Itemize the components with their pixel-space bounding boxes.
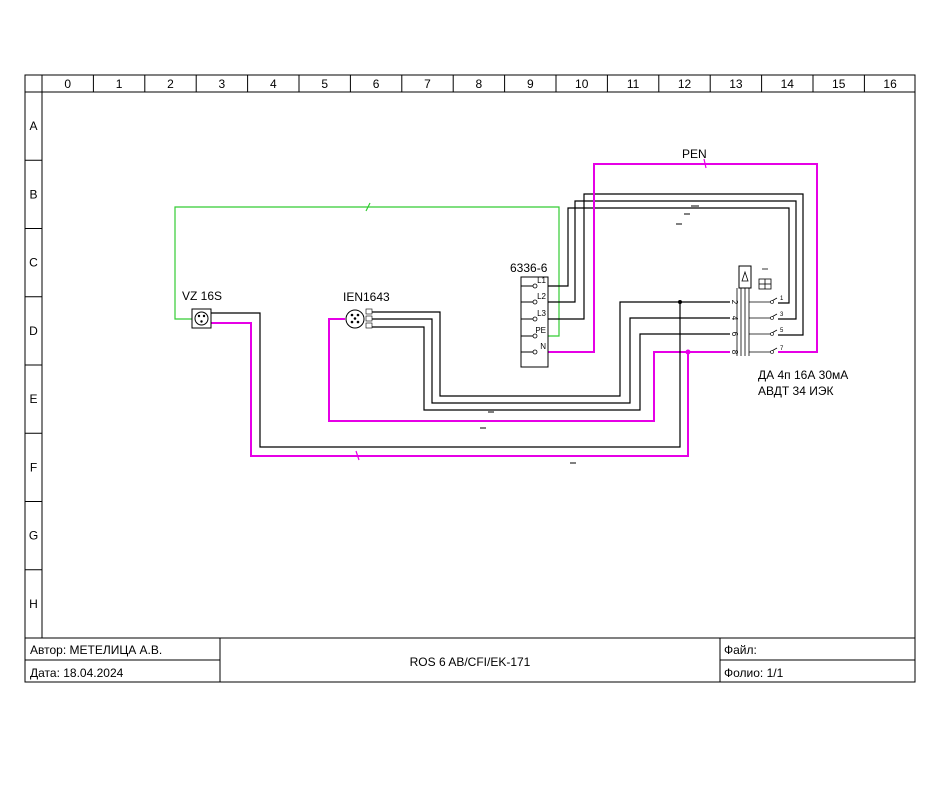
breaker-out-label: 5 bbox=[780, 328, 784, 334]
breaker-pin-label: 2 bbox=[730, 300, 739, 305]
column-label: 14 bbox=[781, 77, 795, 91]
terminal-pin-label: L2 bbox=[537, 292, 546, 301]
column-label: 11 bbox=[627, 77, 640, 91]
row-labels: A B C D E F G H bbox=[29, 119, 38, 611]
column-label: 1 bbox=[116, 77, 123, 91]
column-label: 8 bbox=[476, 77, 483, 91]
column-label: 9 bbox=[527, 77, 534, 91]
row-label: F bbox=[30, 460, 37, 474]
column-label: 15 bbox=[832, 77, 846, 91]
document-number: ROS 6 AB/CFI/EK-171 bbox=[410, 655, 531, 669]
socket-vz16s: VZ 16S bbox=[182, 289, 222, 329]
breaker-pin-label: 8 bbox=[730, 350, 739, 355]
row-label: E bbox=[29, 392, 37, 406]
row-label: D bbox=[29, 324, 38, 338]
file-field: Файл: bbox=[724, 643, 757, 657]
column-label: 7 bbox=[424, 77, 431, 91]
column-label: 16 bbox=[883, 77, 897, 91]
terminal-pin-label: L1 bbox=[537, 276, 546, 285]
wire-vz-n bbox=[210, 322, 689, 457]
wire-l1 bbox=[536, 207, 790, 304]
wire-out-1 bbox=[372, 301, 730, 397]
column-label: 12 bbox=[678, 77, 692, 91]
terminal-pin-label: L3 bbox=[537, 309, 546, 318]
wire-l2 bbox=[536, 200, 797, 320]
column-label: 10 bbox=[575, 77, 589, 91]
breaker-pin-label: 6 bbox=[730, 332, 739, 337]
breaker-out-label: 7 bbox=[780, 346, 784, 352]
column-dividers bbox=[92, 75, 865, 92]
connector-ien1643: IEN1643 bbox=[343, 290, 390, 329]
column-label: 4 bbox=[270, 77, 277, 91]
ien1643-label: IEN1643 bbox=[343, 290, 390, 304]
green-pe-wire bbox=[174, 206, 560, 337]
breaker-pin-label: 4 bbox=[730, 316, 739, 321]
row-label: A bbox=[29, 119, 37, 133]
author-field: Автор: МЕТЕЛИЦА А.В. bbox=[30, 643, 162, 657]
date-field: Дата: 18.04.2024 bbox=[30, 666, 124, 680]
wire-vz-l bbox=[210, 302, 681, 448]
title-block: Автор: МЕТЕЛИЦА А.В. Дата: 18.04.2024 RO… bbox=[25, 637, 915, 682]
column-label: 2 bbox=[167, 77, 174, 91]
folio-field: Фолио: 1/1 bbox=[724, 666, 784, 680]
breaker-label-2: АВДТ 34 ИЭК bbox=[758, 384, 833, 398]
wire-out-3 bbox=[372, 326, 730, 411]
pen-wire bbox=[536, 163, 818, 353]
green-wire-tick bbox=[365, 202, 371, 212]
breaker-out-label: 3 bbox=[780, 312, 784, 318]
terminal-label: 6336-6 bbox=[510, 261, 548, 275]
pen-label: PEN bbox=[682, 147, 707, 161]
wire-n-ien bbox=[328, 318, 730, 422]
sheet-border bbox=[24, 74, 916, 683]
row-label: H bbox=[29, 597, 38, 611]
wire-out-2 bbox=[372, 317, 730, 404]
terminal-pin-label: N bbox=[540, 342, 546, 351]
row-label: B bbox=[29, 187, 37, 201]
row-dividers bbox=[25, 159, 42, 571]
column-label: 6 bbox=[373, 77, 380, 91]
pen-wire-tick bbox=[703, 158, 707, 169]
wire-l3 bbox=[536, 193, 804, 336]
terminal-pin-label: PE bbox=[535, 326, 546, 335]
column-label: 13 bbox=[729, 77, 743, 91]
row-label: C bbox=[29, 256, 38, 270]
row-label: G bbox=[29, 529, 38, 543]
column-label: 3 bbox=[219, 77, 226, 91]
vz16s-label: VZ 16S bbox=[182, 289, 222, 303]
breaker-out-label: 1 bbox=[780, 296, 784, 302]
breaker-label-1: ДА 4п 16А 30мА bbox=[758, 368, 848, 382]
column-label: 5 bbox=[321, 77, 328, 91]
column-label: 0 bbox=[64, 77, 71, 91]
rcd-breaker: 2 1 4 3 6 5 8 7 ДА 4п 16А 30мА АВДТ 34 ИЭК bbox=[730, 265, 848, 398]
